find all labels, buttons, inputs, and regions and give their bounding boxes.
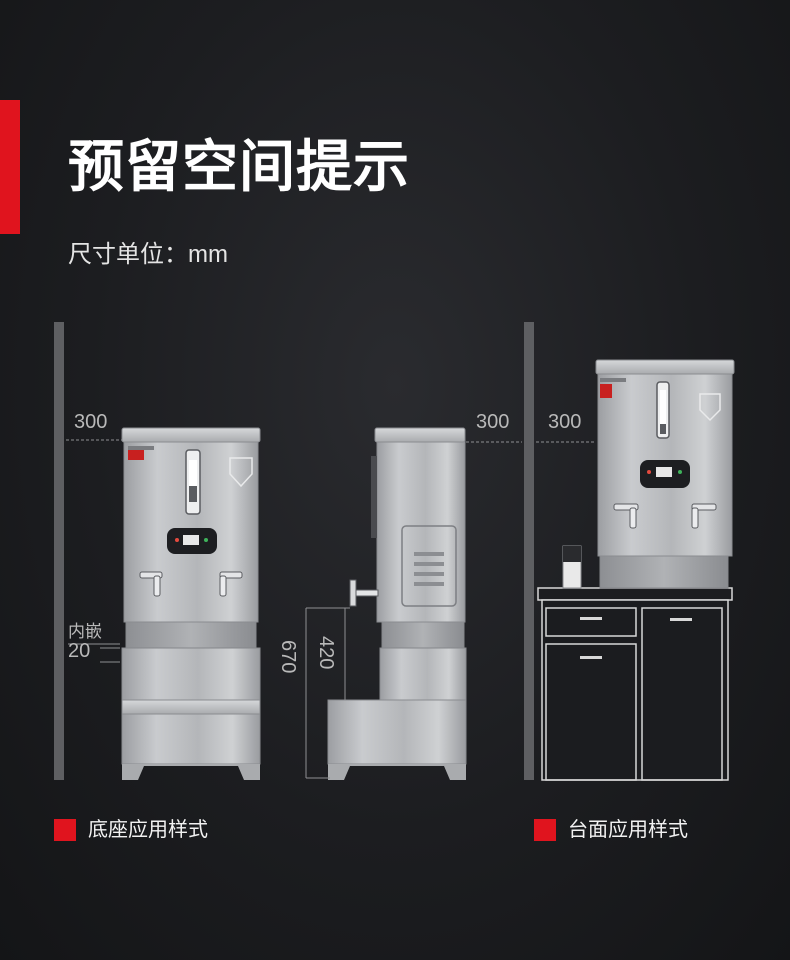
legend-marker xyxy=(54,819,76,841)
counter-clearance-label: 300 xyxy=(548,411,581,433)
legend-counter-style-text: 台面应用样式 xyxy=(568,819,688,841)
accent-bar xyxy=(0,100,20,234)
wall-right xyxy=(524,322,534,780)
legend-counter-style: 台面应用样式 xyxy=(534,818,688,842)
total-height-label: 670 xyxy=(277,640,299,673)
left-clearance-label: 300 xyxy=(74,411,107,433)
boiler-front-base xyxy=(121,427,261,780)
tap-height-label: 420 xyxy=(315,636,337,669)
unit-label: 尺寸单位：mm xyxy=(68,241,228,268)
counter-cabinet xyxy=(537,545,733,781)
legend-base-style: 底座应用样式 xyxy=(54,818,208,842)
inset-label: 内嵌 xyxy=(68,622,102,641)
legend-base-style-text: 底座应用样式 xyxy=(88,819,208,841)
legend-marker xyxy=(534,819,556,841)
boiler-front-counter xyxy=(595,359,735,589)
page-title: 预留空间提示 xyxy=(68,135,410,198)
side-clearance-label: 300 xyxy=(476,411,509,433)
inset-value: 20 xyxy=(68,640,90,662)
boiler-side-base xyxy=(327,427,467,780)
wall-left xyxy=(54,322,64,780)
